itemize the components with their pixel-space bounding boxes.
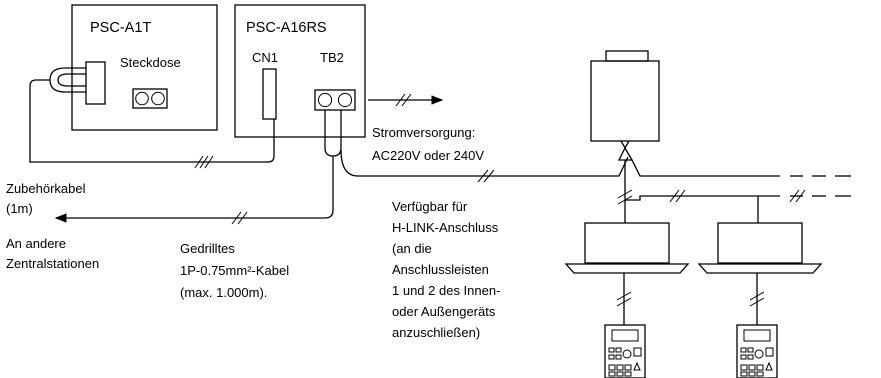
cable-break-mark-icon: [395, 93, 412, 107]
hlink-cable: [340, 149, 629, 177]
socket-label: Steckdose: [120, 55, 181, 70]
tb2-label: TB2: [320, 50, 344, 65]
hlink-note-line: (an die: [392, 241, 432, 256]
outdoor-bus-line: [631, 159, 780, 177]
tb2-loop-wire: [324, 110, 342, 157]
remote-controller-icon: [604, 324, 646, 378]
accessory-cable: [29, 79, 275, 163]
twisted-cable: [54, 156, 334, 223]
psc-a1t-title: PSC-A1T: [90, 20, 151, 36]
power-supply-label-1: Stromversorgung:: [372, 125, 475, 140]
psc-a1t-unit: PSC-A1T Steckdose: [49, 4, 218, 131]
twisted-cable-label-3: (max. 1.000m).: [180, 285, 267, 300]
hlink-note-line: 1 und 2 des Innen-: [392, 283, 500, 298]
accessory-cable-label-2: (1m): [6, 201, 33, 216]
power-supply-label-2: AC220V oder 240V: [372, 148, 484, 163]
psc-a16rs-title: PSC-A16RS: [246, 20, 327, 36]
cable-break-mark-icon: [669, 189, 806, 203]
other-stations-label-2: Zentralstationen: [6, 256, 99, 271]
cn1-label: CN1: [252, 50, 278, 65]
cable-break-mark-icon: [231, 211, 248, 225]
cable-break-mark-icon: [749, 291, 765, 307]
cable-break-mark-icon: [194, 155, 214, 169]
accessory-cable-label-1: Zubehörkabel: [6, 181, 86, 196]
cable-break-mark-icon: [477, 169, 495, 183]
cable-break-mark-icon: [616, 291, 632, 307]
psc-a16rs-unit: PSC-A16RS CN1 TB2: [234, 4, 366, 138]
outdoor-unit-icon: [590, 50, 660, 161]
other-stations-label-1: An andere: [6, 236, 66, 251]
terminal-block-icon: [314, 89, 356, 111]
twisted-cable-label-1: Gedrilltes: [180, 241, 235, 256]
cn1-connector: [262, 68, 277, 120]
hlink-note-line: anzuschließen): [392, 325, 480, 340]
hlink-note-line: Anschlussleisten: [392, 262, 489, 277]
socket-outlet-icon: [132, 88, 168, 109]
cassette-indoor-unit-icon: [564, 222, 690, 274]
indoor-bus-line: [625, 195, 780, 201]
hlink-note-line: Verfügbar für: [392, 199, 468, 214]
remote-controller-icon: [736, 324, 778, 378]
twisted-cable-label-2: 1P-0.75mm²-Kabel: [180, 263, 289, 278]
hlink-note-line: H-LINK-Anschluss: [392, 220, 499, 235]
plug-connector-icon: [49, 61, 106, 105]
hlink-note-line: oder Außengeräts: [392, 304, 496, 319]
cassette-indoor-unit-icon: [697, 222, 823, 274]
